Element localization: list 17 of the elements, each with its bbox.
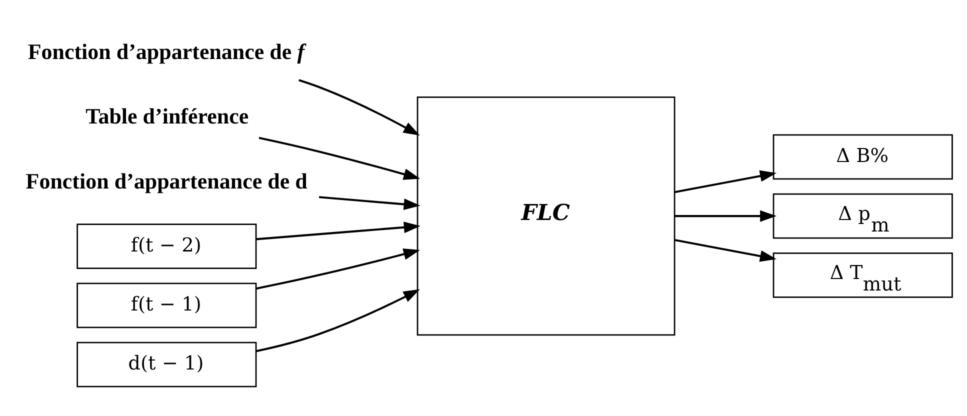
- node-box: FLC: [416, 96, 676, 336]
- node-box: f(t − 2): [76, 223, 257, 268]
- node-text: Table d’inférence: [86, 103, 249, 128]
- arrow: [674, 170, 777, 193]
- arrow: [318, 196, 420, 210]
- node-box: d(t − 1): [76, 341, 257, 387]
- arrow: [674, 210, 777, 222]
- arrow: [298, 78, 420, 136]
- arrow: [256, 248, 420, 290]
- node-text: Fonction d’appartenance de f: [28, 38, 305, 64]
- arrow: [258, 136, 420, 180]
- arrow: [256, 288, 420, 352]
- arrow: [256, 221, 420, 240]
- node-text: Fonction d’appartenance de d: [26, 168, 308, 193]
- node-box: Δ B%: [772, 134, 953, 180]
- arrow: [674, 238, 777, 262]
- node-box: f(t − 1): [76, 282, 257, 328]
